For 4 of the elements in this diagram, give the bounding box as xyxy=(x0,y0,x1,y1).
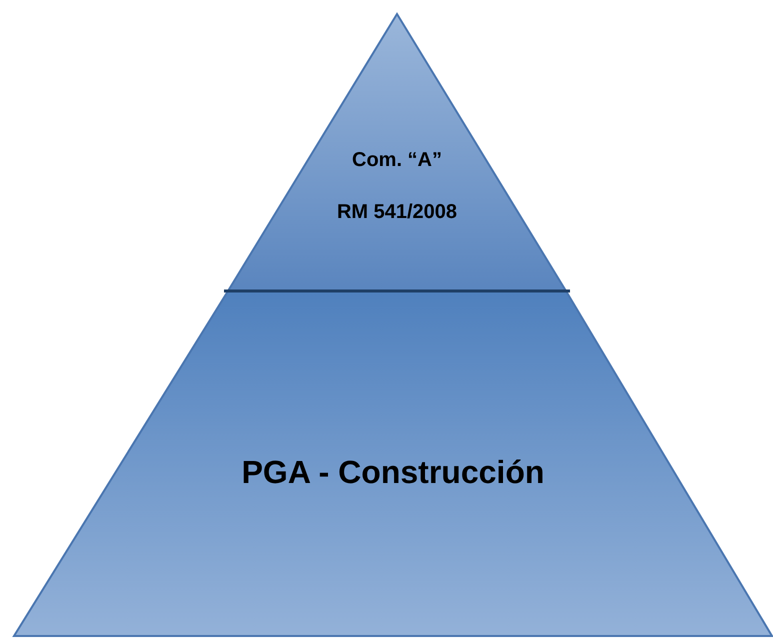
pyramid-top-section xyxy=(228,14,566,291)
section-label: Com. “A” xyxy=(352,148,442,172)
section-label: PGA - Construcción xyxy=(242,453,544,492)
section-label: RM 541/2008 xyxy=(336,200,458,224)
